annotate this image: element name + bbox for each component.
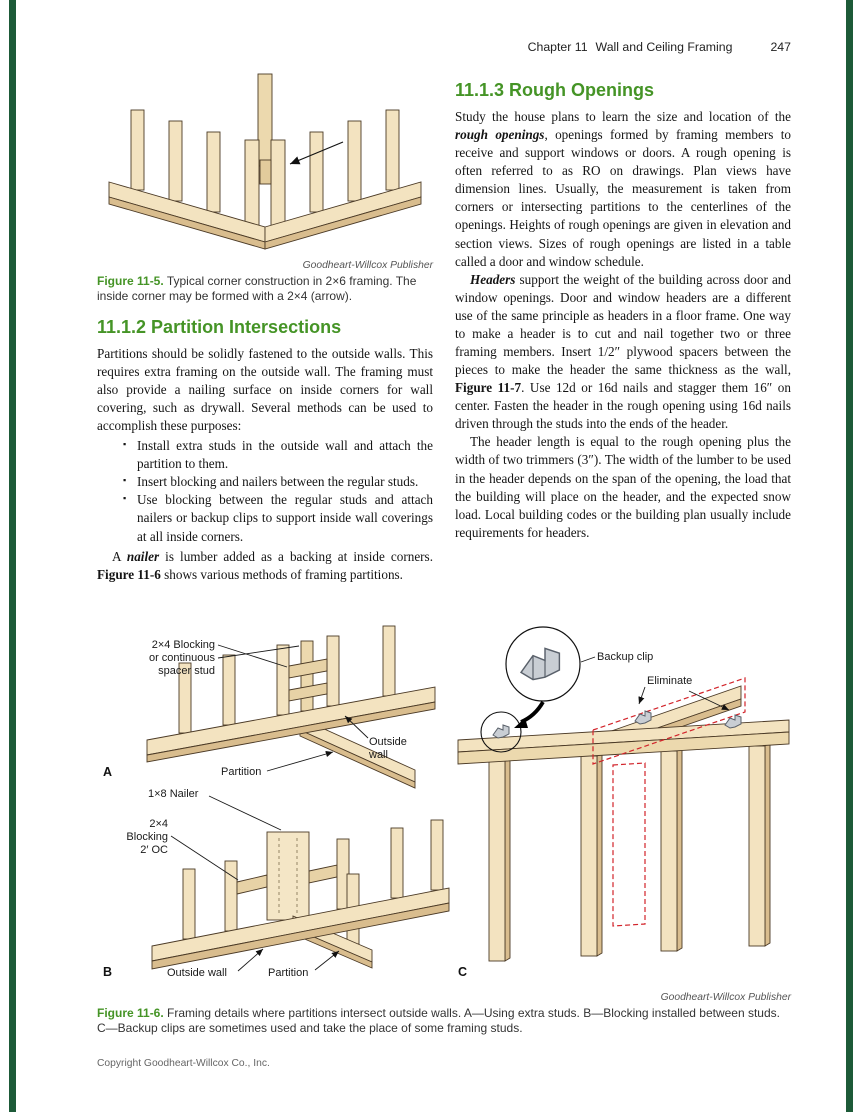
running-head-chapter: Chapter 11 xyxy=(527,40,588,54)
label-b-blocking-line2: Blocking xyxy=(126,831,168,843)
label-outside-wall-a1: Outside xyxy=(369,736,407,748)
text-run: Study the house plans to learn the size … xyxy=(455,109,791,124)
figure-11-6-credit: Goodheart-Willcox Publisher xyxy=(660,992,791,1003)
leader-line xyxy=(208,795,282,831)
leader-line xyxy=(170,835,239,881)
figure-11-6-caption: Figure 11-6. Framing details where parti… xyxy=(97,1006,791,1037)
label-blocking-line1: 2×4 Blocking xyxy=(152,639,215,651)
corner-framing-illustration xyxy=(108,73,422,250)
text-run: shows various methods of framing partiti… xyxy=(160,566,403,582)
page-edge-bar-left xyxy=(9,0,16,1112)
figure-11-5-caption: Figure 11-5. Typical corner construction… xyxy=(97,274,433,305)
label-blocking-line3: spacer stud xyxy=(158,665,215,677)
figure-11-6: 2×4 Blocking or continuous spacer stud A… xyxy=(97,624,791,1037)
figure-11-5: Goodheart-Willcox Publisher Figure 11-5.… xyxy=(97,64,433,305)
figure-11-5-credit: Goodheart-Willcox Publisher xyxy=(302,260,433,271)
term-rough-openings: rough openings xyxy=(455,127,545,143)
left-column: Goodheart-Willcox Publisher Figure 11-5.… xyxy=(97,64,433,584)
backup-clip xyxy=(634,710,652,725)
corner-framing-drawing xyxy=(108,73,422,250)
panel-b: 1×8 Nailer 2×4 Blocking 2′ OC B Outside … xyxy=(103,788,450,979)
page-number: 247 xyxy=(770,40,791,54)
label-partition-a: Partition xyxy=(221,766,261,778)
text-run: . Use 12d or 16d nails and stagger them … xyxy=(455,380,791,432)
eliminate-arrow-1 xyxy=(638,686,646,705)
panel-letter-b: B xyxy=(103,965,112,979)
text-run: Typical corner construction in 2×6 frami… xyxy=(97,274,417,304)
page-edge-bar-right xyxy=(846,0,853,1112)
outside-wall-arrow-b xyxy=(237,948,264,972)
section-heading-11-1-3: 11.1.3 Rough Openings xyxy=(455,80,655,100)
leader-line xyxy=(580,656,596,663)
two-column-layout: Goodheart-Willcox Publisher Figure 11-5.… xyxy=(97,64,791,584)
figure-11-6-label: Figure 11-6. xyxy=(97,1006,164,1020)
label-b-blocking-line1: 2×4 xyxy=(149,818,168,830)
bullet-list: Install extra studs in the outside wall … xyxy=(97,437,433,545)
panel-letter-c: C xyxy=(458,965,467,979)
panel-c: Backup clip Eliminate C xyxy=(457,626,790,979)
label-backup-clip: Backup clip xyxy=(597,651,653,663)
figure-reference: Figure 11-6 xyxy=(97,566,161,582)
paragraph: Study the house plans to learn the size … xyxy=(455,108,791,271)
paragraph: The header length is equal to the rough … xyxy=(455,434,791,540)
leader-line xyxy=(217,645,300,659)
label-eliminate: Eliminate xyxy=(647,675,692,687)
copyright-line: Copyright Goodheart-Willcox Co., Inc. xyxy=(97,1058,270,1069)
paragraph: A nailer is lumber added as a backing at… xyxy=(97,548,433,584)
backup-clip-detail xyxy=(519,647,561,681)
running-head: Chapter 11 Wall and Ceiling Framing 247 xyxy=(97,40,791,54)
text-run: A xyxy=(112,548,127,564)
callout-arrowhead xyxy=(514,718,528,728)
label-outside-wall-b: Outside wall xyxy=(167,967,227,979)
figure-reference: Figure 11-7 xyxy=(455,380,522,396)
leader-line xyxy=(217,644,288,668)
panel-letter-a: A xyxy=(103,765,112,779)
paragraph: Headers support the weight of the buildi… xyxy=(455,271,791,434)
paragraph: Partitions should be solidly fastened to… xyxy=(97,345,433,434)
outside-wall-arrow xyxy=(344,715,369,739)
text-run: Framing details where partitions interse… xyxy=(97,1006,780,1036)
backup-clip xyxy=(724,714,742,729)
bullet-item: Install extra studs in the outside wall … xyxy=(97,437,433,473)
label-outside-wall-a2: wall xyxy=(368,749,388,761)
partition-arrow xyxy=(266,750,334,772)
right-column: 11.1.3 Rough Openings Study the house pl… xyxy=(455,64,791,584)
bullet-item: Use blocking between the regular studs a… xyxy=(97,491,433,545)
label-blocking-line2: or continuous xyxy=(149,652,216,664)
term-nailer: nailer xyxy=(126,548,160,564)
running-head-title: Wall and Ceiling Framing xyxy=(595,40,733,54)
eliminate-arrow-2 xyxy=(688,690,730,711)
partition-intersection-illustration: 2×4 Blocking or continuous spacer stud A… xyxy=(103,625,790,979)
eliminated-partition-plate-outline xyxy=(592,677,746,765)
label-partition-b: Partition xyxy=(268,967,308,979)
backup-clip xyxy=(492,724,510,739)
text-run: support the weight of the building acros… xyxy=(455,271,791,378)
panel-a-framing xyxy=(146,625,436,789)
bullet-item: Insert blocking and nailers between the … xyxy=(97,473,433,491)
eliminated-stud-outline xyxy=(612,762,646,927)
partition-arrow-b xyxy=(314,950,340,971)
panel-b-framing xyxy=(151,819,450,970)
text-run: is lumber added as a backing at inside c… xyxy=(159,548,433,564)
text-run: , openings formed by framing members to … xyxy=(455,127,791,269)
term-headers: Headers xyxy=(470,271,516,287)
detail-circle xyxy=(480,711,522,753)
label-b-blocking-line3: 2′ OC xyxy=(140,844,168,856)
panel-a: 2×4 Blocking or continuous spacer stud A… xyxy=(103,625,436,789)
label-nailer: 1×8 Nailer xyxy=(148,788,199,800)
inside-corner-arrow xyxy=(289,141,344,165)
section-heading-11-1-2: 11.1.2 Partition Intersections xyxy=(97,316,342,337)
panel-c-framing xyxy=(457,677,790,962)
figure-11-5-label: Figure 11-5. xyxy=(97,274,164,288)
